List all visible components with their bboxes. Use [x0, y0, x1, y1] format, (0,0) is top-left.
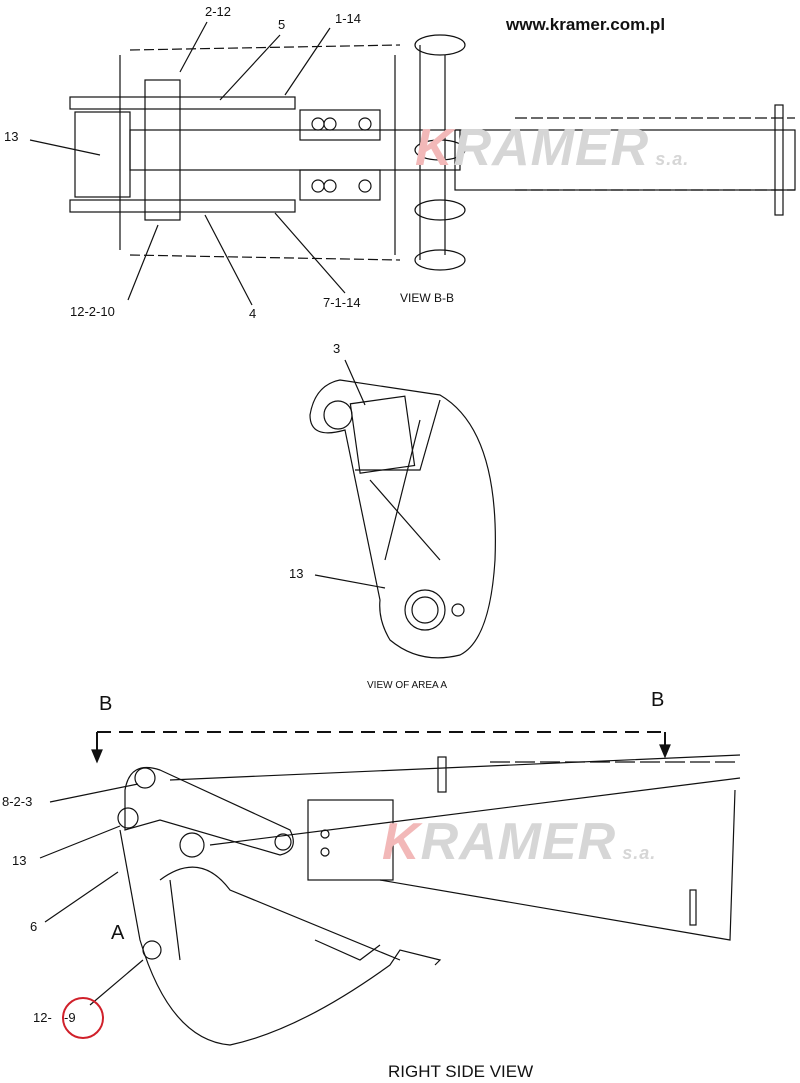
view-bb-drawing: [29, 21, 796, 306]
callout-2-12: 2-12: [205, 4, 232, 19]
highlight-circle: [62, 997, 104, 1039]
section-mark-b-left: B: [99, 693, 113, 715]
callout-13: 13: [4, 129, 19, 144]
callout-8-2-3: 8-2-3: [2, 794, 33, 809]
callout-12-2-10: 12-2-10: [70, 304, 115, 319]
section-mark-b-right: B: [651, 689, 665, 711]
area-mark-a: A: [111, 922, 125, 944]
callout-1-14: 1-14: [335, 11, 362, 26]
callout-4: 4: [249, 306, 257, 321]
right-side-view-caption: RIGHT SIDE VIEW: [388, 1062, 534, 1081]
view-bb-caption: VIEW B-B: [400, 291, 455, 305]
right-side-view-drawing: [39, 731, 741, 1046]
callout-5: 5: [278, 17, 286, 32]
callout-13: 13: [12, 853, 27, 868]
view-area-a-drawing: [309, 359, 496, 659]
callout-7-1-14: 7-1-14: [323, 295, 361, 310]
callout-6: 6: [30, 919, 38, 934]
callout-12-prefix: 12-: [33, 1010, 52, 1025]
callout-9-highlighted: -9: [64, 1010, 76, 1025]
callout-3: 3: [333, 341, 341, 356]
website-link[interactable]: www.kramer.com.pl: [506, 15, 666, 34]
callout-13: 13: [289, 566, 304, 581]
view-area-a-caption: VIEW OF AREA A: [367, 680, 448, 691]
